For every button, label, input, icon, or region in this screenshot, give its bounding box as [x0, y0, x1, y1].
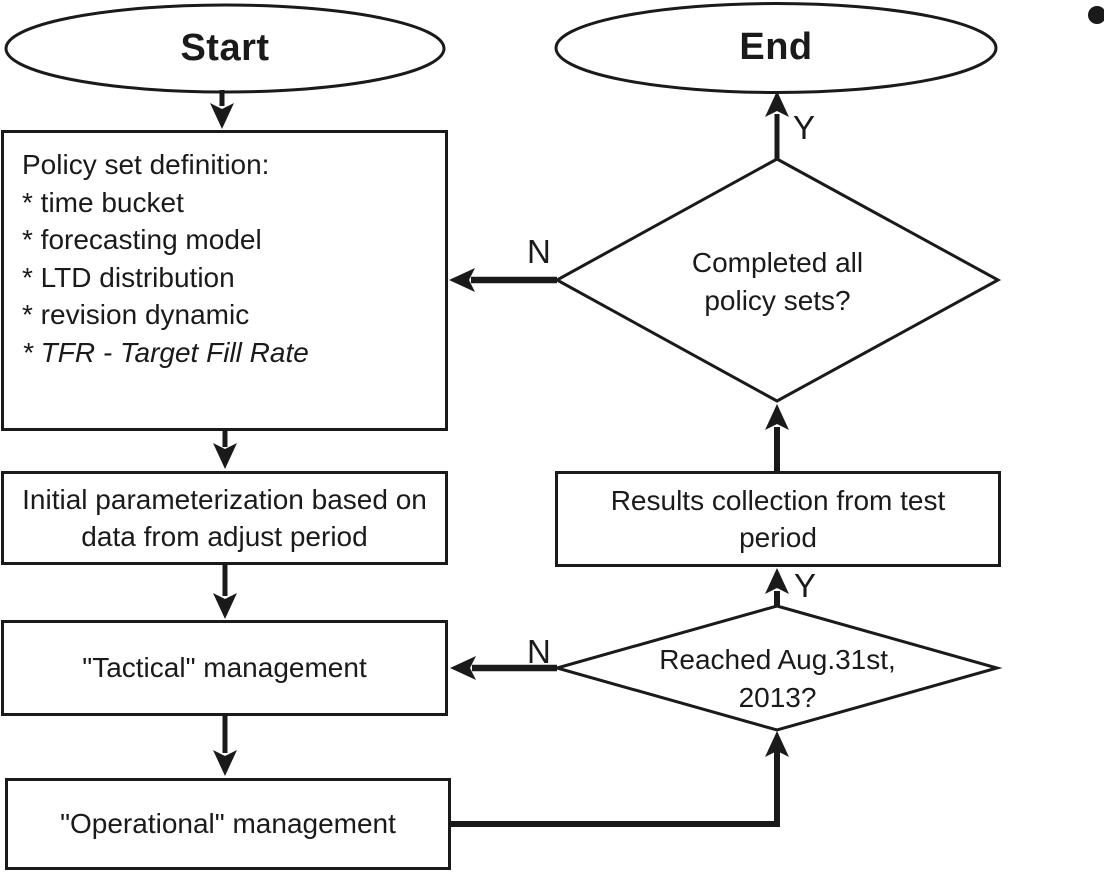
- policy-item-tfr: * TFR - Target Fill Rate: [22, 336, 309, 368]
- policy-item: * LTD distribution: [22, 261, 235, 293]
- arrowhead-left-icon: [450, 656, 476, 680]
- decision1-diamond: [553, 157, 1002, 403]
- arrowhead-up-icon: [765, 731, 789, 757]
- end-node-label: End: [739, 26, 813, 68]
- edge-start-to-policy: [210, 90, 234, 129]
- decision1-line: Completed all: [691, 247, 864, 278]
- results-line: period: [739, 522, 817, 553]
- arrowhead-down-icon: [213, 750, 237, 776]
- edge-decision1-yes-to-end: [765, 91, 789, 160]
- edge-results-to-decision1: [765, 404, 789, 471]
- arrowhead-down-icon: [213, 593, 237, 619]
- policy-set-definition-box: Policy set definition: * time bucket * f…: [1, 130, 448, 431]
- results-line: Results collection from test: [610, 484, 946, 516]
- results-collection-box: Results collection from test period: [555, 471, 1001, 567]
- tactical-management-box: "Tactical" management: [1, 620, 448, 716]
- init-param-line: data from adjust period: [81, 521, 368, 552]
- policy-title: Policy set definition:: [22, 149, 270, 180]
- edge-policy-to-init: [213, 431, 237, 469]
- decision1-label: Completed all policy sets?: [557, 244, 998, 319]
- decision1-no-label: N: [527, 233, 551, 270]
- end-ellipse: [554, 2, 998, 94]
- arrowhead-up-icon: [765, 91, 789, 117]
- edge-init-to-tactical: [213, 565, 237, 619]
- start-ellipse: [4, 3, 446, 94]
- decision2-line: Reached Aug.31st,: [659, 644, 896, 675]
- decision1-line: policy sets?: [704, 284, 851, 316]
- edge-decision1-no-to-policy: [449, 268, 557, 292]
- cropped-bullet-dot: [1088, 6, 1104, 24]
- operational-management-box: "Operational" management: [5, 778, 451, 870]
- edge-decision2-no-to-tactical: [450, 656, 557, 680]
- decision2-line: 2013?: [738, 681, 817, 713]
- edge-decision2-yes-to-results: [765, 568, 789, 607]
- operational-label: "Operational" management: [60, 808, 396, 840]
- decision2-label: Reached Aug.31st, 2013?: [557, 641, 998, 716]
- arrowhead-down-icon: [213, 443, 237, 469]
- arrowhead-up-icon: [765, 404, 789, 430]
- arrowhead-down-icon: [210, 103, 234, 129]
- decision1-yes-label: Y: [793, 109, 816, 146]
- initial-parameterization-box: Initial parameterization based on data f…: [1, 471, 448, 565]
- decision2-yes-label: Y: [794, 567, 817, 604]
- start-node-label: Start: [180, 27, 270, 69]
- arrowhead-up-icon: [765, 568, 789, 594]
- tactical-label: "Tactical" management: [82, 652, 367, 684]
- decision2-no-label: N: [527, 633, 551, 670]
- edge-operational-to-decision2: [449, 731, 789, 827]
- policy-item: * revision dynamic: [22, 299, 250, 330]
- init-param-line: Initial parameterization based on: [22, 483, 427, 515]
- arrowhead-left-icon: [449, 268, 475, 292]
- policy-item: * forecasting model: [22, 224, 262, 255]
- decision2-diamond: [551, 604, 1003, 732]
- policy-item: * time bucket: [22, 186, 184, 218]
- edge-tactical-to-operational: [213, 716, 237, 776]
